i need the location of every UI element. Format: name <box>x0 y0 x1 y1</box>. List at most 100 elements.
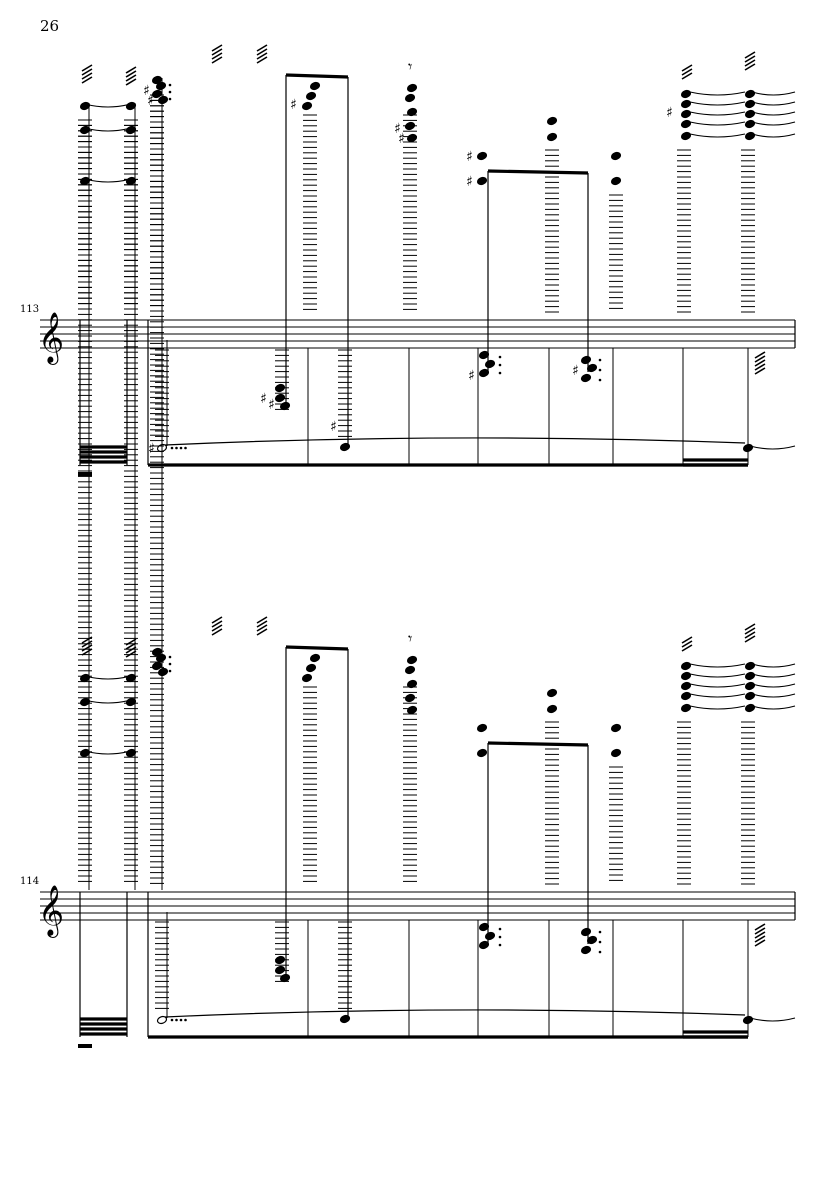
sharp-icon: ♯ <box>268 397 275 413</box>
notehead-icon <box>301 101 313 111</box>
augmentation-dot <box>498 943 502 947</box>
tremolo-slash <box>754 923 766 931</box>
notehead-icon <box>301 673 313 683</box>
augmentation-dot <box>175 1018 178 1022</box>
tremolo-slash <box>256 616 268 624</box>
tremolo-slash <box>744 627 756 635</box>
tremolo-slash <box>81 644 93 652</box>
tremolo-slash <box>81 636 93 644</box>
tremolo-slash <box>256 56 268 64</box>
sharp-icon: ♯ <box>466 174 473 190</box>
tremolo-slash <box>211 52 223 60</box>
tie-curve <box>751 705 796 710</box>
tie-curve <box>689 663 746 668</box>
beam <box>487 169 589 175</box>
tremolo-slash <box>754 367 766 375</box>
tremolo-slash <box>744 59 756 67</box>
notehead-icon <box>680 661 692 671</box>
tremolo-slash <box>681 64 693 72</box>
augmentation-dot <box>498 935 502 939</box>
sharp-icon: ♯ <box>666 105 673 121</box>
notehead-icon <box>744 109 756 119</box>
ledger-lines <box>677 721 691 885</box>
notehead-icon <box>586 363 598 373</box>
notehead-icon <box>155 653 167 663</box>
notehead-icon <box>580 927 592 937</box>
tremolo-slash <box>754 927 766 935</box>
notehead-icon <box>478 922 490 932</box>
sharp-icon: ♯ <box>147 93 154 109</box>
notehead-icon <box>484 931 496 941</box>
notehead-icon <box>744 671 756 681</box>
tremolo-slash <box>744 55 756 63</box>
tremolo-slash <box>211 44 223 52</box>
tie-curve <box>84 675 132 680</box>
tremolo-slash <box>681 72 693 80</box>
tremolo-slash <box>744 635 756 643</box>
notehead-icon <box>744 131 756 141</box>
notehead-icon <box>274 393 286 403</box>
tremolo-slash <box>81 648 93 656</box>
tremolo-slash <box>681 640 693 648</box>
tremolo-slash <box>754 931 766 939</box>
ledger-lines <box>609 766 623 881</box>
tremolo-slash <box>754 939 766 947</box>
tremolo-slash <box>211 628 223 636</box>
notehead-icon <box>151 661 163 671</box>
augmentation-dot <box>498 927 502 931</box>
treble-clef-icon: 𝄞 <box>38 312 64 365</box>
sharp-icon: ♯ <box>290 97 297 113</box>
sharp-icon: ♯ <box>394 121 401 137</box>
tie-curve <box>751 663 796 668</box>
tremolo-slash <box>81 76 93 84</box>
ledger-lines <box>78 119 92 882</box>
tie-curve <box>84 699 132 704</box>
tremolo-slash <box>211 56 223 64</box>
tremolo-slash <box>81 72 93 80</box>
tremolo-slash <box>81 68 93 76</box>
tremolo-slash <box>681 644 693 652</box>
tie-curve <box>689 91 746 96</box>
augmentation-dot <box>168 655 172 659</box>
treble-clef-icon: 𝄞 <box>38 885 64 938</box>
ledger-lines <box>609 194 623 309</box>
augmentation-dot <box>598 368 602 372</box>
notehead-icon <box>680 671 692 681</box>
ledger-lines <box>403 114 417 310</box>
tremolo-slash <box>681 636 693 644</box>
tremolo-slash <box>744 51 756 59</box>
tremolo-slash <box>211 624 223 632</box>
tie-curve <box>84 750 132 755</box>
tremolo-slash <box>125 642 137 650</box>
notehead-icon <box>680 131 692 141</box>
tie-curve <box>751 91 796 96</box>
notehead-icon <box>279 973 291 983</box>
tremolo-slash <box>754 351 766 359</box>
notehead-icon <box>305 91 317 101</box>
tremolo-slash <box>754 363 766 371</box>
notehead-icon <box>546 704 558 714</box>
tremolo-slash <box>211 620 223 628</box>
augmentation-dot <box>598 358 602 362</box>
tremolo-slash <box>256 624 268 632</box>
tremolo-slash <box>744 63 756 71</box>
notehead-icon <box>580 945 592 955</box>
tie-curve <box>164 437 746 446</box>
measure-number: 113 <box>20 304 39 315</box>
tremolo-slash <box>125 638 137 646</box>
notehead-icon <box>279 401 291 411</box>
augmentation-dot <box>598 930 602 934</box>
tremolo-slash <box>256 52 268 60</box>
sharp-icon: ♯ <box>143 83 150 99</box>
notehead-icon <box>404 665 416 675</box>
tie-curve <box>751 133 796 138</box>
sharp-icon: ♯ <box>148 441 155 457</box>
tie-curve <box>751 673 796 678</box>
augmentation-dot <box>168 97 172 101</box>
notehead-icon <box>156 1015 168 1025</box>
notehead-icon <box>404 121 416 131</box>
notehead-icon <box>309 81 321 91</box>
tremolo-slash <box>125 74 137 82</box>
